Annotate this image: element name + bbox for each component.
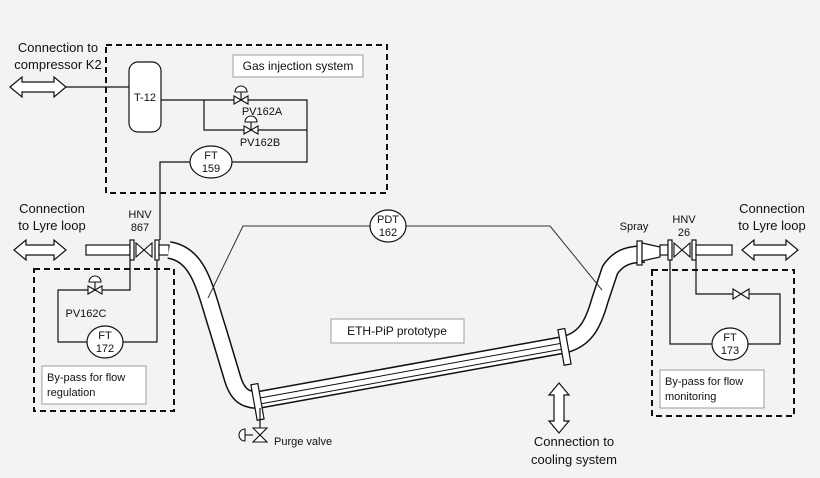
- ft172-tag: FT: [98, 330, 112, 342]
- bypass-monitoring-label-box: [659, 369, 765, 409]
- ft173-number: 173: [721, 345, 739, 357]
- bypass-monitoring-box: [651, 269, 795, 417]
- gas-injection-pipe-b: [203, 100, 307, 131]
- pv162b-valve-icon: [243, 115, 259, 135]
- spray-label: Spray: [620, 221, 649, 233]
- left-lyre-connection-label-2: to Lyre loop: [18, 218, 85, 233]
- cooling-connection-label-2: cooling system: [531, 452, 617, 467]
- purge-valve-icon: [238, 427, 269, 443]
- monitoring-valve-icon: [732, 288, 750, 300]
- cooling-connection-label-1: Connection to: [534, 434, 614, 449]
- right-outlet-pipe: [695, 244, 733, 256]
- ft159-instrument: [189, 145, 233, 179]
- tank-t12-label: T-12: [134, 92, 156, 104]
- hnv867-label-1: HNV: [128, 209, 152, 221]
- compressor-connection-label-2: compressor K2: [14, 57, 101, 72]
- compressor-connection-label-1: Connection to: [18, 40, 98, 55]
- compressor-connection-arrow-icon: [9, 75, 67, 99]
- right-lyre-connection-label-1: Connection: [739, 201, 805, 216]
- ft159-number: 159: [202, 163, 220, 175]
- right-lyre-connection-label-2: to Lyre loop: [738, 218, 805, 233]
- prototype-flange-left: [250, 382, 265, 421]
- bypass-regulation-pipe-left: [57, 260, 131, 343]
- ft173-instrument: [711, 327, 749, 361]
- bypass-monitoring-pipe-right: [748, 293, 781, 345]
- gas-injection-down-pipe: [159, 161, 190, 240]
- pdt162-number: 162: [379, 227, 397, 239]
- right-flange-1: [667, 239, 673, 261]
- spray-flange: [636, 240, 643, 266]
- bypass-regulation-pipe-right: [121, 260, 158, 343]
- left-flange-2: [154, 239, 160, 261]
- inner-pipe-line-2: [259, 348, 564, 405]
- cooling-connection-arrow-icon: [547, 382, 571, 434]
- ft159-tag: FT: [204, 150, 218, 162]
- ft173-tag: FT: [723, 332, 737, 344]
- pv162a-valve-icon: [233, 85, 249, 105]
- gas-injection-system-box: [105, 44, 388, 194]
- bypass-regulation-box: [33, 268, 175, 412]
- bypass-monitoring-pipe-top: [695, 260, 733, 295]
- prototype-label: ETH-PiP prototype: [347, 324, 447, 338]
- spray-nozzle: [641, 242, 661, 262]
- pdt-line-right: [406, 225, 603, 291]
- bypass-regulation-label-2: regulation: [47, 387, 95, 399]
- right-pipe-stub-a: [659, 244, 669, 256]
- prototype-flange-right: [557, 327, 572, 366]
- bypass-monitoring-label-1: By-pass for flow: [665, 376, 743, 388]
- bypass-regulation-label-1: By-pass for flow: [47, 372, 125, 384]
- pv162b-label: PV162B: [240, 137, 280, 149]
- hnv26-label-1: HNV: [672, 214, 696, 226]
- prototype-label-box: [330, 318, 465, 344]
- gas-injection-label-box: [232, 54, 364, 78]
- inner-pipe-line-1: [259, 342, 564, 399]
- purge-valve-label: Purge valve: [274, 436, 332, 448]
- pdt162-tag: PDT: [377, 214, 399, 226]
- right-lyre-arrow-icon: [741, 238, 799, 262]
- bypass-monitoring-label-2: monitoring: [665, 391, 716, 403]
- left-pipe-stub: [158, 244, 170, 256]
- pv162a-label: PV162A: [242, 106, 283, 118]
- left-flange-1: [129, 239, 135, 261]
- pdt162-instrument: [369, 209, 407, 243]
- tank-t12: [128, 61, 162, 133]
- hnv26-label-2: 26: [678, 227, 690, 239]
- gas-injection-label: Gas injection system: [243, 59, 354, 73]
- pv162c-valve-icon: [87, 275, 103, 295]
- left-inlet-pipe: [85, 244, 131, 256]
- ft172-instrument: [86, 325, 124, 359]
- bypass-regulation-label-box: [41, 365, 147, 405]
- hnv867-label-2: 867: [131, 222, 149, 234]
- ft172-number: 172: [96, 343, 114, 355]
- left-lyre-connection-label-1: Connection: [19, 201, 85, 216]
- pdt-line-left: [207, 225, 370, 299]
- hnv26-valve-icon: [673, 241, 691, 259]
- hnv867-valve-icon: [135, 241, 153, 259]
- left-lyre-arrow-icon: [13, 238, 67, 262]
- bypass-monitoring-pipe-left: [669, 260, 712, 345]
- gas-injection-pipe-a: [161, 99, 308, 163]
- pv162c-label: PV162C: [66, 308, 107, 320]
